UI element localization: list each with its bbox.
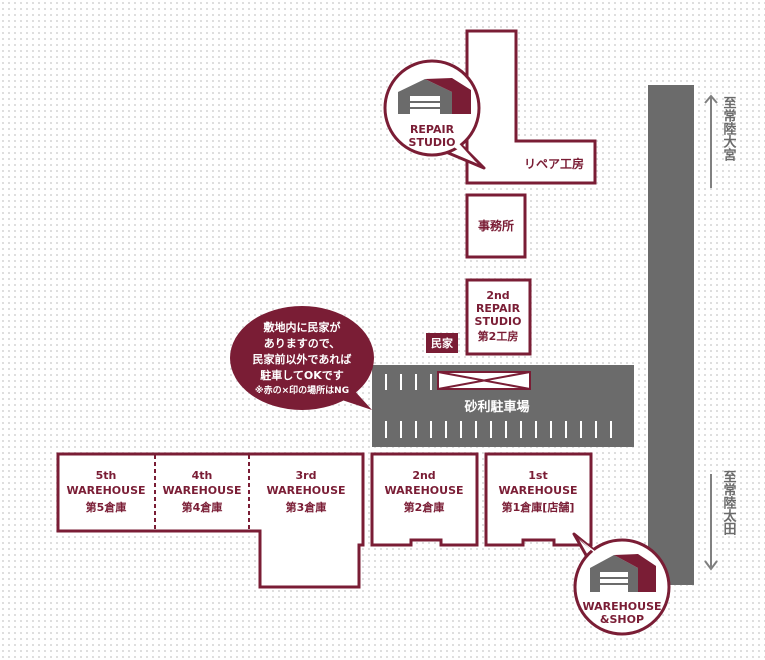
warehouse-icon [398, 78, 471, 114]
notice-line-2: ありますので、 [264, 337, 341, 350]
warehouse-4th: 4th WAREHOUSE 第4倉庫 [162, 469, 241, 514]
warehouse-block-west [56, 452, 365, 589]
warehouse-2nd-en2: WAREHOUSE [384, 484, 463, 497]
no-parking-zone [437, 371, 531, 390]
warehouse-1st-en2: WAREHOUSE [498, 484, 577, 497]
repair-callout-line-1: REPAIR [410, 123, 455, 136]
office-label: 事務所 [478, 218, 514, 233]
warehouse-5th-jp: 第5倉庫 [86, 500, 127, 514]
direction-north-label: 至常陸大宮 [721, 96, 737, 161]
second-repair-studio-building [465, 278, 532, 356]
warehouse-1st-jp: 第1倉庫[店舗] [502, 500, 575, 514]
warehouse-1st-en: 1st [528, 469, 547, 482]
second-repair-line-4: 第2工房 [478, 329, 519, 343]
warehouse-3rd-en: 3rd [296, 469, 317, 482]
warehouse-3rd: 3rd WAREHOUSE 第3倉庫 [266, 469, 345, 514]
warehouse-5th: 5th WAREHOUSE 第5倉庫 [66, 469, 145, 514]
double-arrow-icon [704, 474, 718, 571]
warehouse-2nd-jp: 第2倉庫 [404, 500, 445, 514]
parking-notice-bubble [230, 306, 374, 410]
direction-south-label: 至常陸太田 [721, 470, 738, 536]
repair-studio-building [465, 29, 597, 185]
second-repair-line-1: 2nd [486, 289, 509, 302]
warehouse-2nd: 2nd WAREHOUSE 第2倉庫 [384, 469, 463, 514]
warehouse-1st: 1st WAREHOUSE 第1倉庫[店舗] [498, 469, 577, 514]
notice-line-4: 駐車してOKです [260, 368, 344, 382]
repair-callout-line-2: STUDIO [409, 136, 456, 149]
warehouse-1st-building [484, 452, 593, 547]
double-arrow-icon [704, 94, 718, 188]
warehouse-4th-en2: WAREHOUSE [162, 484, 241, 497]
private-house-badge [426, 333, 458, 353]
parking-stall-lines-bottom [385, 421, 612, 438]
private-house-label: 民家 [431, 336, 454, 350]
second-repair-line-3: STUDIO [475, 315, 522, 328]
warehouse-2nd-en: 2nd [412, 469, 435, 482]
notice-line-3: 民家前以外であれば [253, 352, 352, 366]
notice-footnote: ※赤の×印の場所はNG [255, 384, 349, 396]
parking-stall-lines-top [385, 374, 432, 390]
notice-line-1: 敷地内に民家が [264, 320, 341, 334]
repair-studio-callout: REPAIR STUDIO [383, 59, 486, 170]
warehouse-3rd-en2: WAREHOUSE [266, 484, 345, 497]
warehouse-3rd-jp: 第3倉庫 [286, 500, 327, 514]
warehouse-4th-en: 4th [192, 469, 213, 482]
main-road [648, 85, 694, 585]
warehouse-2nd-building [370, 452, 479, 547]
second-repair-line-2: REPAIR [476, 302, 521, 315]
repair-studio-building-label: リペア工房 [524, 156, 584, 171]
warehouse-5th-en2: WAREHOUSE [66, 484, 145, 497]
warehouse-5th-en: 5th [96, 469, 117, 482]
warehouse-4th-jp: 第4倉庫 [182, 500, 223, 514]
shop-callout-line-2: &SHOP [600, 613, 644, 626]
warehouse-icon [590, 554, 656, 592]
warehouse-shop-callout: WAREHOUSE &SHOP [572, 532, 671, 636]
parking-lot-label: 砂利駐車場 [463, 399, 529, 415]
office-building [465, 193, 527, 259]
shop-callout-line-1: WAREHOUSE [582, 600, 661, 613]
